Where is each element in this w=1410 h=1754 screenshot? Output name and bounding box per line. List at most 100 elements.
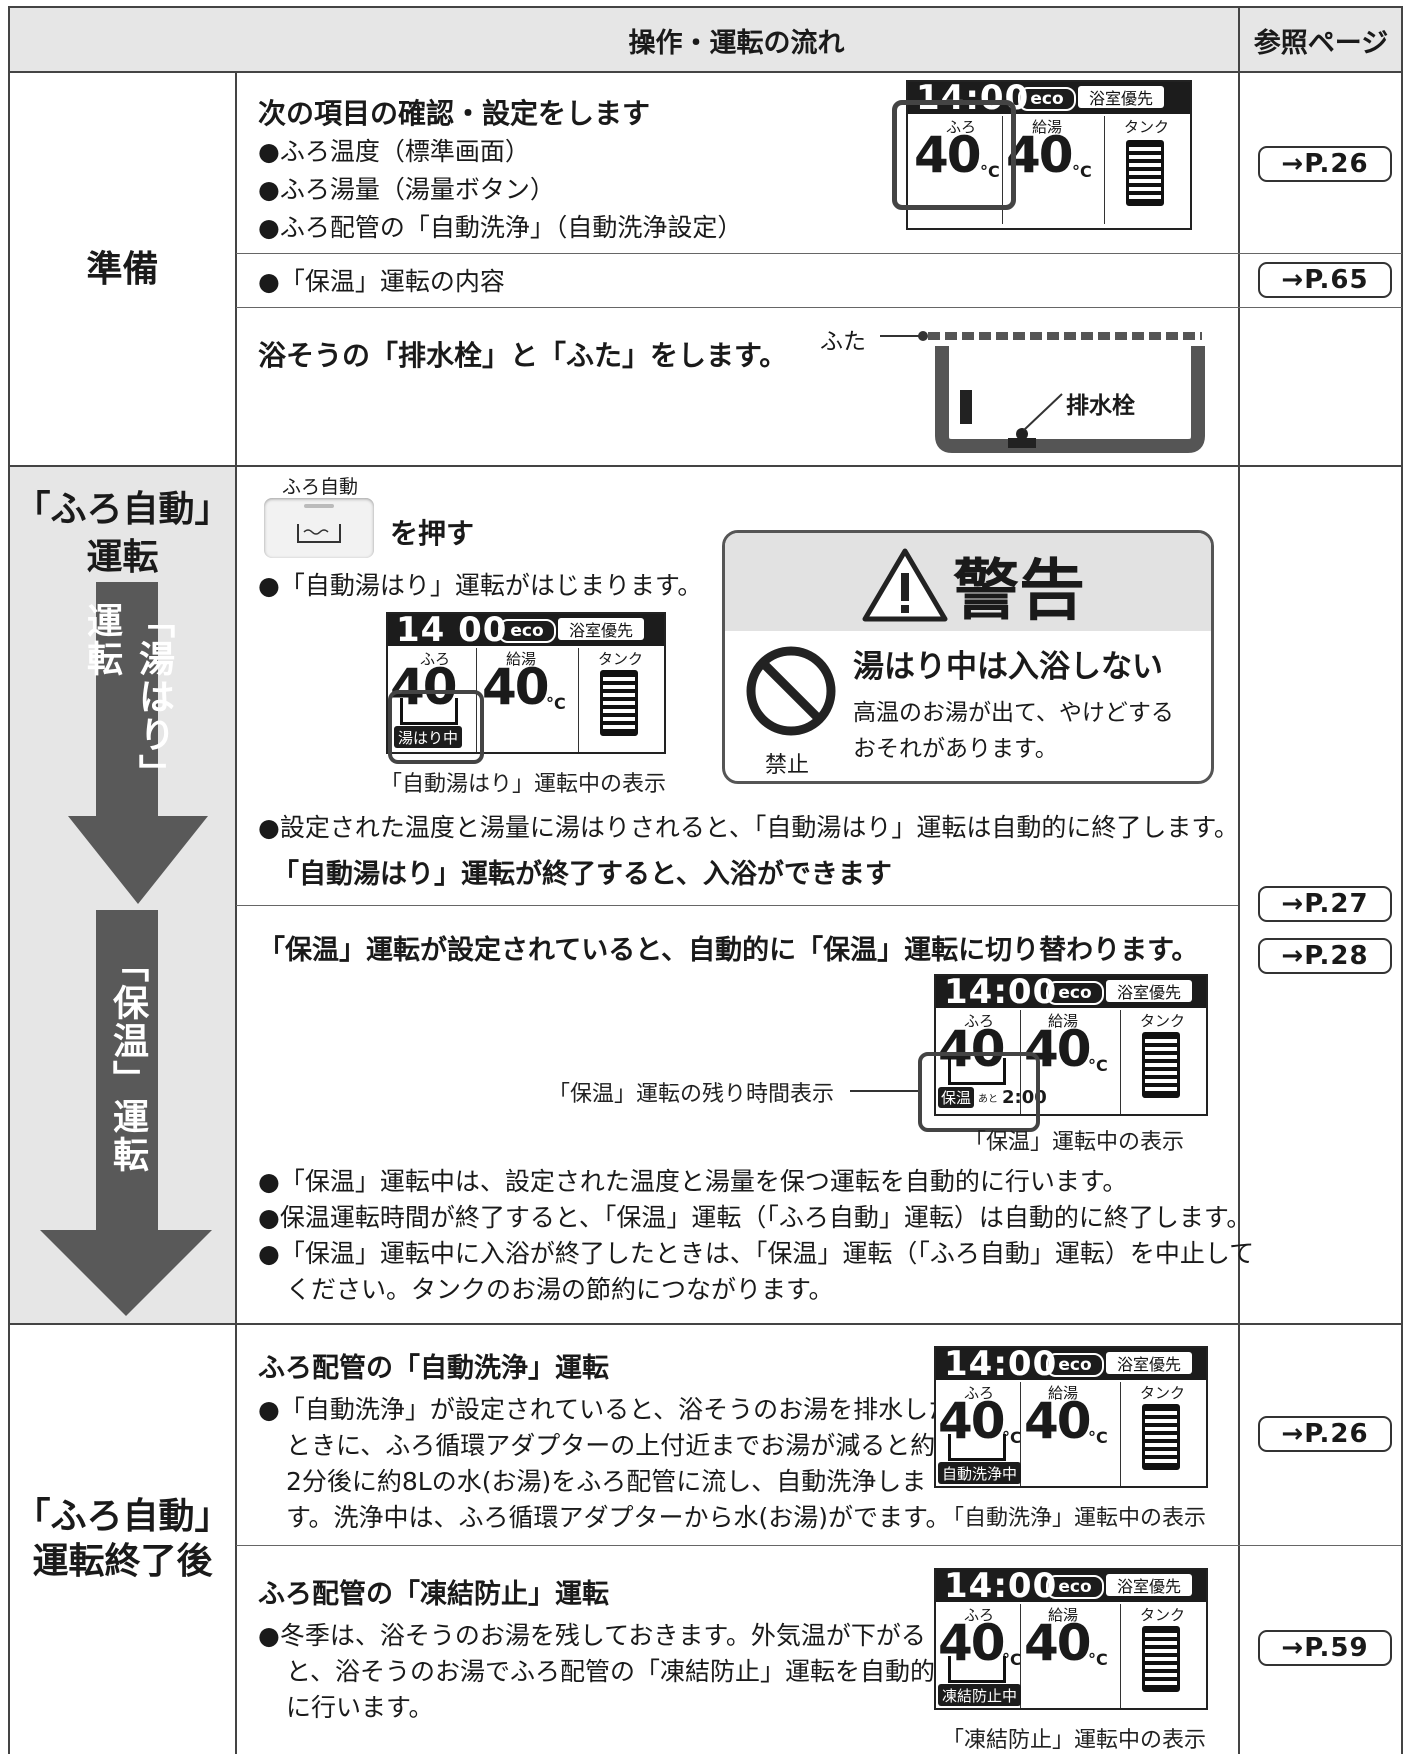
lcd-eco: eco <box>1046 1575 1104 1599</box>
arrow-hoon-head <box>40 1230 212 1316</box>
lcd-tank-label: タンク <box>598 650 644 668</box>
row-divider-wash <box>236 1545 1402 1546</box>
lcd-kyuto-temp: 40 <box>1024 1392 1092 1450</box>
prep-title: 次の項目の確認・設定をします <box>258 97 651 130</box>
lcd-deg: °C <box>1088 1056 1108 1075</box>
lcd-sub-wash: 自動洗浄中 <box>938 1462 1022 1484</box>
lcd-display-freeze: 14:00 eco 浴室優先 ふろ 給湯 タンク 40 °C 40 °C 凍結防… <box>934 1568 1208 1710</box>
lcd-deg: °C <box>546 694 566 713</box>
lcd-kyuto-label: 給湯 <box>1048 1384 1079 1402</box>
lcd-kyuto-temp: 40 <box>1024 1614 1092 1672</box>
hoon-bullet-1: ●「保温」運転中は、設定された温度と湯量を保つ運転を自動的に行います。 <box>258 1167 1128 1196</box>
lcd-furo-label: ふろ <box>946 118 977 136</box>
tub-icon <box>400 698 458 725</box>
row-divider-prep <box>8 465 1403 467</box>
lcd-time: 14:00 <box>944 1568 1058 1606</box>
can-bathe: 「自動湯はり」運転が終了すると、入浴ができます <box>272 859 892 890</box>
stage-after: 「ふろ自動」 運転終了後 <box>10 1324 235 1754</box>
lcd-kyuto-label: 給湯 <box>1048 1012 1079 1030</box>
lcd-display-wash: 14:00 eco 浴室優先 ふろ 給湯 タンク 40 °C 40 °C 自動洗… <box>934 1346 1208 1488</box>
freeze-line-3: に行います。 <box>286 1693 434 1722</box>
wash-line-4: す。洗浄中は、ふろ循環アダプターから水(お湯)がでます。 <box>286 1503 951 1532</box>
arrow-hoon: 「保温」運転 <box>96 910 158 1232</box>
auto-start: ●「自動湯はり」運転がはじまります。 <box>258 571 703 600</box>
wash-line-3: 2分後に約8Lの水(お湯)をふろ配管に流し、自動洗浄しま <box>286 1467 927 1496</box>
lcd-tank-label: タンク <box>1124 118 1170 136</box>
col-divider-1 <box>235 71 237 1754</box>
button-label: ふろ自動 <box>282 476 359 498</box>
ref-link-p28[interactable]: →P.28 <box>1258 938 1392 974</box>
wash-caption: 「自動洗浄」運転中の表示 <box>942 1506 1207 1531</box>
warning-box: 警告 禁止 湯はり中は入浴しない 高温のお湯が出て、やけどする おそれがあります… <box>722 530 1214 784</box>
header-ref: 参照ページ <box>1253 27 1389 59</box>
ref-link-p26[interactable]: →P.26 <box>1258 146 1392 182</box>
lcd-priority: 浴室優先 <box>1106 1574 1192 1596</box>
yuhari-caption: 「自動湯はり」運転中の表示 <box>380 772 667 797</box>
bath-icon <box>297 504 341 543</box>
warning-title: 警告 <box>953 552 1085 629</box>
ref-link-p65[interactable]: →P.65 <box>1258 262 1392 298</box>
lcd-hoon-label: 保温 <box>938 1086 975 1108</box>
lcd-kyuto-label: 給湯 <box>506 650 537 668</box>
ref-link-p59[interactable]: →P.59 <box>1258 1630 1392 1666</box>
tank-icon <box>1126 140 1164 206</box>
lcd-furo-label: ふろ <box>964 1606 995 1624</box>
furo-auto-button[interactable] <box>264 498 374 558</box>
lcd-kyuto-temp: 40 <box>482 658 550 716</box>
tank-icon <box>1142 1032 1180 1098</box>
lcd-display-yuhari: 14 00 eco 浴室優先 ふろ 給湯 タンク 40 40 °C 湯はり中 <box>386 612 666 754</box>
warning-line-1: 高温のお湯が出て、やけどする <box>853 700 1174 726</box>
bathtub-illustration <box>880 331 1205 453</box>
lcd-deg: °C <box>1002 1650 1022 1669</box>
ref-link-p26-wash[interactable]: →P.26 <box>1258 1416 1392 1452</box>
lcd-time: 14:00 <box>944 974 1058 1012</box>
warning-head: 湯はり中は入浴しない <box>853 649 1163 685</box>
hoon-bullet-3b: ください。タンクのお湯の節約につながります。 <box>286 1275 834 1304</box>
border-top <box>8 6 1403 8</box>
lcd-sub-freeze: 凍結防止中 <box>938 1684 1022 1706</box>
row-divider-hoon <box>236 253 1402 254</box>
header-flow: 操作・運転の流れ <box>628 27 845 59</box>
border-right <box>1401 6 1403 1754</box>
ref-link-p27[interactable]: →P.27 <box>1258 886 1392 922</box>
hoon-remain-label: 「保温」運転の残り時間表示 <box>548 1082 835 1107</box>
lcd-tank-label: タンク <box>1140 1384 1186 1402</box>
freeze-line-2: と、浴そうのお湯でふろ配管の「凍結防止」運転を自動的 <box>286 1657 936 1686</box>
lcd-eco: eco <box>498 619 556 643</box>
wash-line-1: ●「自動洗浄」が設定されていると、浴そうのお湯を排水した <box>258 1395 954 1424</box>
prep-plug-text: 浴そうの「排水栓」と「ふた」をします。 <box>258 339 788 372</box>
label-futa: ふた <box>820 329 866 355</box>
tub-icon <box>948 1058 1006 1085</box>
prep-item-1: ●ふろ温度（標準画面） <box>258 137 530 166</box>
row-divider-plug <box>236 307 1402 308</box>
lcd-deg: °C <box>980 162 1000 181</box>
tank-icon <box>600 670 638 736</box>
tank-icon <box>1142 1404 1180 1470</box>
hoon-caption: 「保温」運転中の表示 <box>964 1130 1185 1155</box>
lcd-tank-label: タンク <box>1140 1606 1186 1624</box>
warning-ban-label: 禁止 <box>765 753 810 778</box>
wash-line-2: ときに、ふろ循環アダプターの上付近までお湯が減ると約 <box>286 1431 936 1460</box>
hoon-bullet-3a: ●「保温」運転中に入浴が終了したときは、「保温」運転（「ふろ自動」運転）を中止し… <box>258 1239 1255 1268</box>
prep-item-2: ●ふろ湯量（湯量ボタン） <box>258 175 555 204</box>
leader-line <box>850 1090 918 1092</box>
lcd-hoon-small: あと <box>978 1093 999 1105</box>
lcd-deg: °C <box>1088 1428 1108 1447</box>
stage-auto-title: 「ふろ自動」 運転 <box>10 486 235 582</box>
lcd-hoon-time: 2:00 <box>1002 1086 1047 1108</box>
arrow-yuhari-head <box>68 816 208 904</box>
lcd-eco: eco <box>1046 1353 1104 1377</box>
lcd-sub-yuhari: 湯はり中 <box>394 726 463 748</box>
lcd-eco: eco <box>1046 981 1104 1005</box>
lcd-kyuto-temp: 40 <box>1006 126 1074 184</box>
tub-icon <box>948 1434 1006 1461</box>
lcd-priority: 浴室優先 <box>1106 1352 1192 1374</box>
row-divider-yuhari <box>236 905 1238 906</box>
press-text: を押す <box>390 517 475 550</box>
lcd-furo-label: ふろ <box>964 1012 995 1030</box>
border-left <box>8 6 10 1754</box>
highlight-furo <box>892 100 1016 210</box>
highlight-hoon <box>918 1052 1040 1132</box>
freeze-caption: 「凍結防止」運転中の表示 <box>942 1728 1207 1753</box>
warning-body: 高温のお湯が出て、やけどする おそれがあります。 <box>853 695 1174 767</box>
